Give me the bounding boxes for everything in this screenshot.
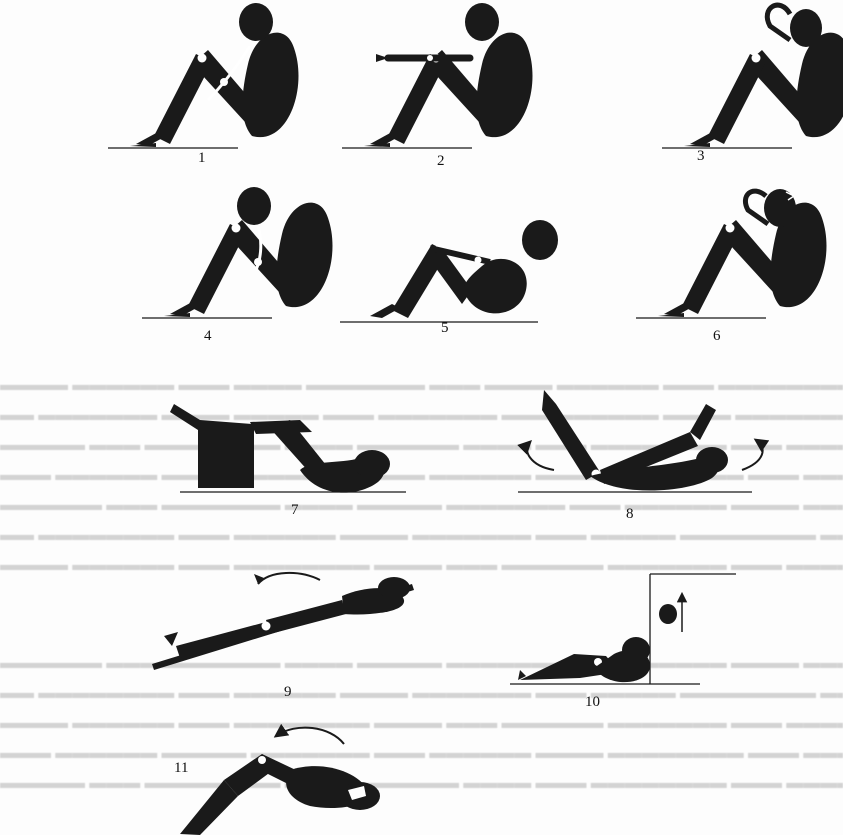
- figure-6-hands-behind-head: [636, 189, 826, 318]
- figure-11-lying-curl: [180, 728, 380, 835]
- figure-label-10: 10: [585, 694, 600, 711]
- figure-label-6: 6: [713, 328, 721, 345]
- figure-1-sitting-hugging-knees: [108, 3, 298, 148]
- figure-3-hands-behind-head: [662, 5, 843, 148]
- figure-label-3: 3: [697, 148, 705, 165]
- figure-label-7: 7: [291, 502, 299, 519]
- figure-8-leg-raise-v: [518, 390, 763, 492]
- figure-7-legs-on-box: [170, 404, 406, 493]
- figure-10-crunch-at-wall: [510, 574, 736, 684]
- figure-label-11: 11: [174, 760, 188, 777]
- figure-4-sitting-curled: [142, 187, 332, 318]
- figure-label-1: 1: [198, 150, 206, 167]
- figure-label-5: 5: [441, 320, 449, 337]
- figure-5-reclining: [340, 220, 558, 322]
- figure-label-4: 4: [204, 328, 212, 345]
- figure-label-8: 8: [626, 506, 634, 523]
- figure-9-incline-board: [152, 573, 414, 670]
- figure-2-sitting-arms-forward: [342, 3, 532, 148]
- figure-label-9: 9: [284, 684, 292, 701]
- figure-label-2: 2: [437, 153, 445, 170]
